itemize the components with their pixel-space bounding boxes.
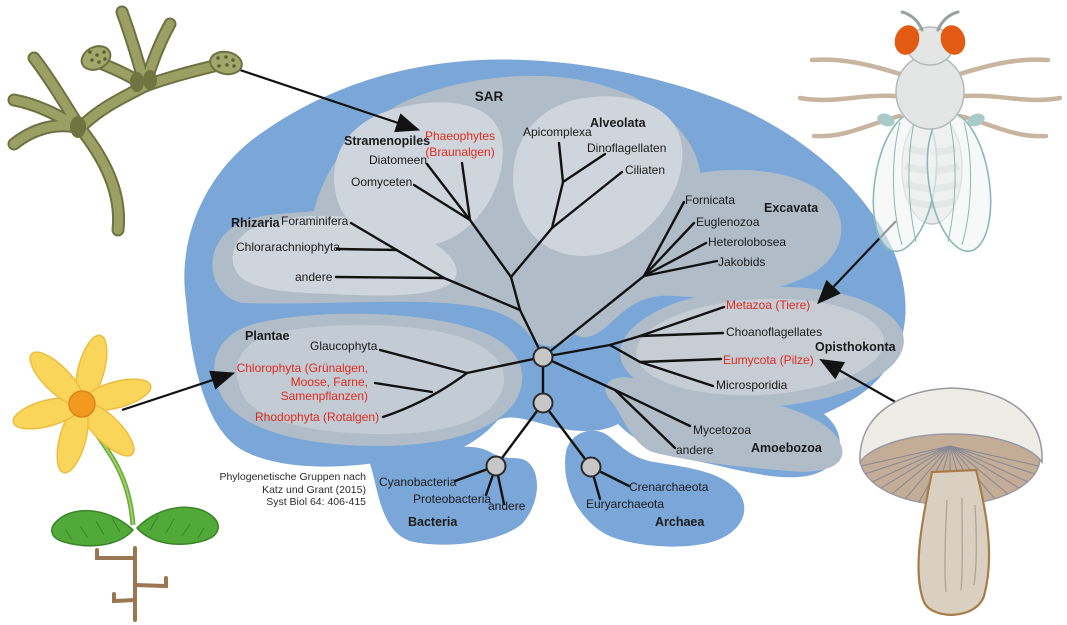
stramenopiles-blob — [334, 102, 503, 247]
label-excavata: Excavata — [764, 201, 819, 215]
tree-nodes — [485, 346, 602, 478]
tree-node-eukaryota — [532, 346, 554, 368]
label-bacteria-andere: andere — [488, 499, 526, 513]
branching-alga-illustration — [7, 5, 243, 237]
label-crenarchaeota: Crenarchaeota — [629, 480, 709, 494]
label-archaea: Archaea — [655, 515, 705, 529]
label-rhizaria-andere: andere — [295, 270, 333, 284]
amoebozoa-blob — [605, 377, 843, 472]
label-heterolobosea: Heterolobosea — [708, 235, 787, 249]
label-euryarchaeota: Euryarchaeota — [586, 497, 665, 511]
label-rhizaria: Rhizaria — [231, 216, 280, 230]
tree-edges — [334, 141, 726, 506]
tree-node-archaea — [580, 456, 602, 478]
label-eumycota: Eumycota (Pilze) — [723, 353, 814, 367]
label-metazoa: Metazoa (Tiere) — [726, 298, 811, 312]
label-euglenozoa: Euglenozoa — [696, 215, 760, 229]
label-mycetozoa: Mycetozoa — [693, 423, 752, 437]
label-amoebozoa-andere: andere — [676, 443, 714, 457]
plantae-inner-blob — [236, 325, 505, 435]
label-glaucophyta: Glaucophyta — [310, 339, 378, 353]
label-proteobacteria: Proteobacteria — [413, 492, 492, 506]
label-apicomplexa: Apicomplexa — [523, 125, 592, 139]
label-diatomeen: Diatomeen — [369, 153, 428, 167]
label-fornicata: Fornicata — [685, 193, 736, 207]
label-chlorarachniophyta: Chlorarachniophyta — [236, 240, 341, 254]
label-alveolata: Alveolata — [590, 116, 646, 130]
label-foraminifera: Foraminifera — [281, 214, 349, 228]
label-phaeophytes: Phaeophytes(Braunalgen) — [424, 129, 496, 159]
label-plantae: Plantae — [245, 329, 290, 343]
tree-node-root — [532, 392, 554, 414]
label-microsporidia: Microsporidia — [716, 378, 788, 392]
rhizaria-blob — [232, 215, 457, 296]
label-amoebozoa: Amoebozoa — [751, 441, 822, 455]
label-opisthokonta: Opisthokonta — [815, 340, 896, 354]
label-bacteria: Bacteria — [408, 515, 458, 529]
label-rhodophyta: Rhodophyta (Rotalgen) — [255, 410, 380, 424]
label-dinoflagellaten: Dinoflagellaten — [587, 141, 667, 155]
label-stramenopiles: Stramenopiles — [344, 134, 431, 148]
label-chlorophyta: Chlorophyta (Grünalgen,Moose, Farne,Same… — [236, 361, 368, 403]
arrow-alga-to-phaeophytes — [239, 68, 421, 133]
arrow-plant-to-chlorophyta — [121, 370, 236, 412]
label-oomyceten: Oomyceten — [351, 175, 413, 189]
archaea-domain-blob — [565, 430, 745, 547]
tree-node-bacteria — [485, 455, 507, 477]
label-sar: SAR — [474, 89, 504, 104]
flowering-plant-illustration — [12, 334, 219, 622]
fruit-fly-illustration — [797, 10, 1063, 253]
label-ciliaten: Ciliaten — [625, 163, 666, 177]
label-cyanobacteria: Cyanobacteria — [379, 475, 457, 489]
label-jakobids: Jakobids — [718, 255, 766, 269]
label-choanoflagellates: Choanoflagellates — [726, 325, 823, 339]
mushroom-illustration — [859, 387, 1043, 616]
